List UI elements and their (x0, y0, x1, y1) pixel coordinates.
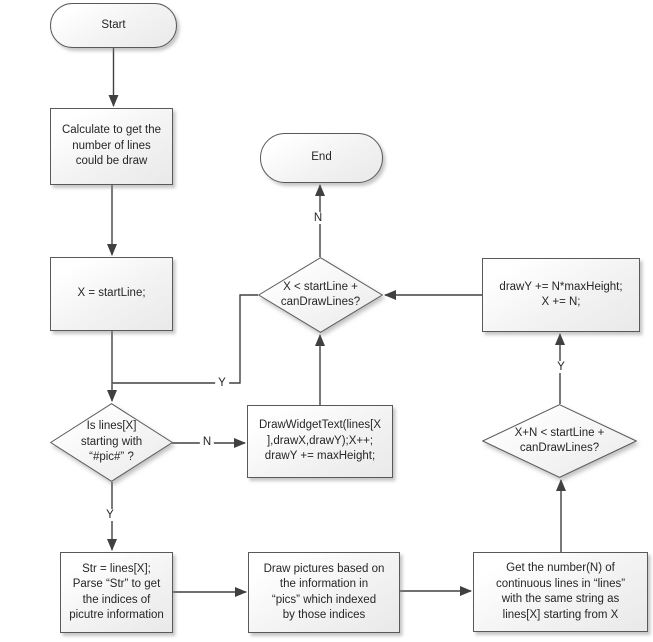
flowchart-node-draw-pictures: Draw pictures based on the information i… (248, 552, 400, 633)
flowchart-node-get-number-n: Get the number(N) of continuous lines in… (473, 552, 648, 632)
node-label: X = startLine; (77, 287, 146, 300)
node-label: Start (101, 18, 126, 31)
node-label: drawY += N*maxHeight; X += N; (499, 280, 623, 309)
decision-diamond-shape (482, 404, 637, 478)
flowchart-node-end: End (260, 133, 383, 183)
decision-diamond-shape (50, 403, 173, 482)
flowchart-node-draw-widget-text: DrawWidgetText(lines[X ],drawX,drawY);X+… (247, 405, 393, 478)
node-label: Get the number(N) of continuous lines in… (495, 562, 626, 621)
flowchart-node-calc-lines: Calculate to get the number of lines cou… (50, 108, 173, 185)
flowchart-node-advance-drawy: drawY += N*maxHeight; X += N; (482, 258, 640, 332)
edge-label-lookahead-yes: Y (554, 361, 568, 373)
flowchart-node-start: Start (50, 3, 177, 48)
flowchart-node-parse-str: Str = lines[X]; Parse “Str” to get the i… (60, 552, 173, 633)
flowchart-node-init-x: X = startLine; (50, 257, 173, 331)
node-label: DrawWidgetText(lines[X ],drawX,drawY);X+… (258, 419, 382, 463)
node-label: Calculate to get the number of lines cou… (61, 124, 162, 168)
node-label: End (311, 151, 332, 164)
edge-label-is-pic-no: N (199, 436, 215, 448)
node-label: Is lines[X] starting with “#pic#” ? (80, 420, 143, 464)
node-label: X+N < startLine + canDrawLines? (514, 426, 605, 455)
edge-label-is-pic-yes: Y (103, 509, 117, 521)
node-label: Draw pictures based on the information i… (263, 562, 385, 622)
flowchart-node-lookahead-check: X+N < startLine + canDrawLines? (482, 404, 637, 478)
flowchart-node-is-pic-check: Is lines[X] starting with “#pic#” ? (50, 403, 173, 482)
edge-label-loop-no: N (310, 212, 326, 224)
node-label: Str = lines[X]; Parse “Str” to get the i… (69, 562, 164, 622)
flowchart-node-loop-check: X < startLine + canDrawLines? (258, 257, 383, 333)
node-label: X < startLine + canDrawLines? (280, 280, 361, 309)
decision-diamond-shape (258, 257, 383, 333)
edge-label-loop-yes: Y (215, 377, 229, 389)
connector-loopcheck-yes-return (112, 294, 258, 384)
